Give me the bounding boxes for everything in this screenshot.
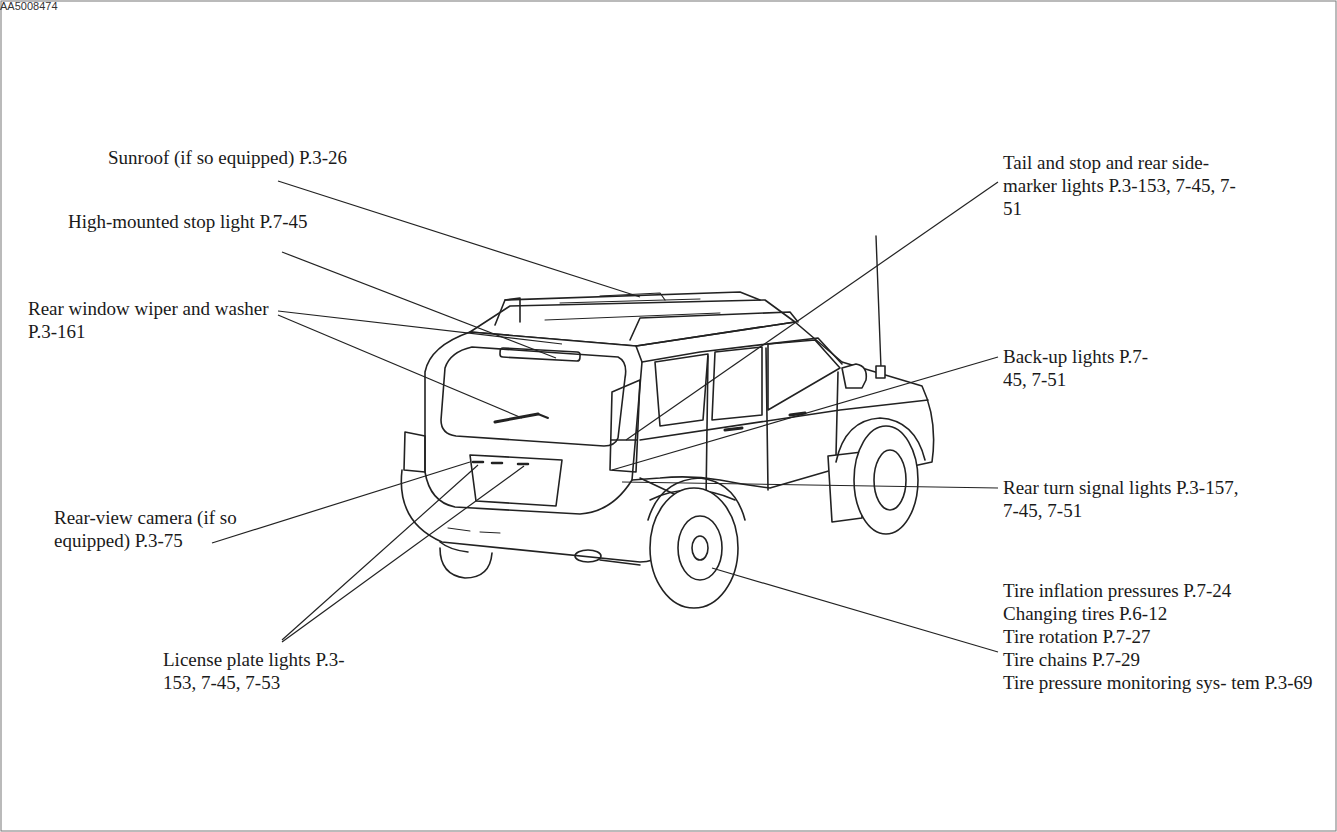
callout-label: Tail and stop and rear side-marker light… (1003, 151, 1248, 220)
callout-label: Tire rotation P.7-27 (1003, 625, 1331, 648)
callout-label: Tire inflation pressures P.7-24 (1003, 579, 1331, 602)
callout-label: Back-up lights P.7-45, 7-51 (1003, 345, 1158, 391)
suv-drawing (401, 236, 933, 608)
figure-id: AA5008474 (0, 0, 1337, 13)
callout-label: Sunroof (if so equipped) P.3-26 (108, 146, 448, 169)
callout-label: Changing tires P.6-12 (1003, 602, 1331, 625)
callout-label: High-mounted stop light P.7-45 (68, 210, 330, 233)
callout-label: Rear turn signal lights P.3-157, 7-45, 7… (1003, 476, 1253, 522)
callout-label: Rear window wiper and washer P.3-161 (28, 297, 280, 343)
callout-label: Tire pressure monitoring sys- tem P.3-69 (1003, 671, 1329, 694)
leader-lines (212, 181, 998, 652)
callout-label: License plate lights P.3-153, 7-45, 7-53 (163, 648, 373, 694)
callout-label: Rear-view camera (if so equipped) P.3-75 (54, 506, 279, 552)
callout-label: Tire chains P.7-29 (1003, 648, 1331, 671)
